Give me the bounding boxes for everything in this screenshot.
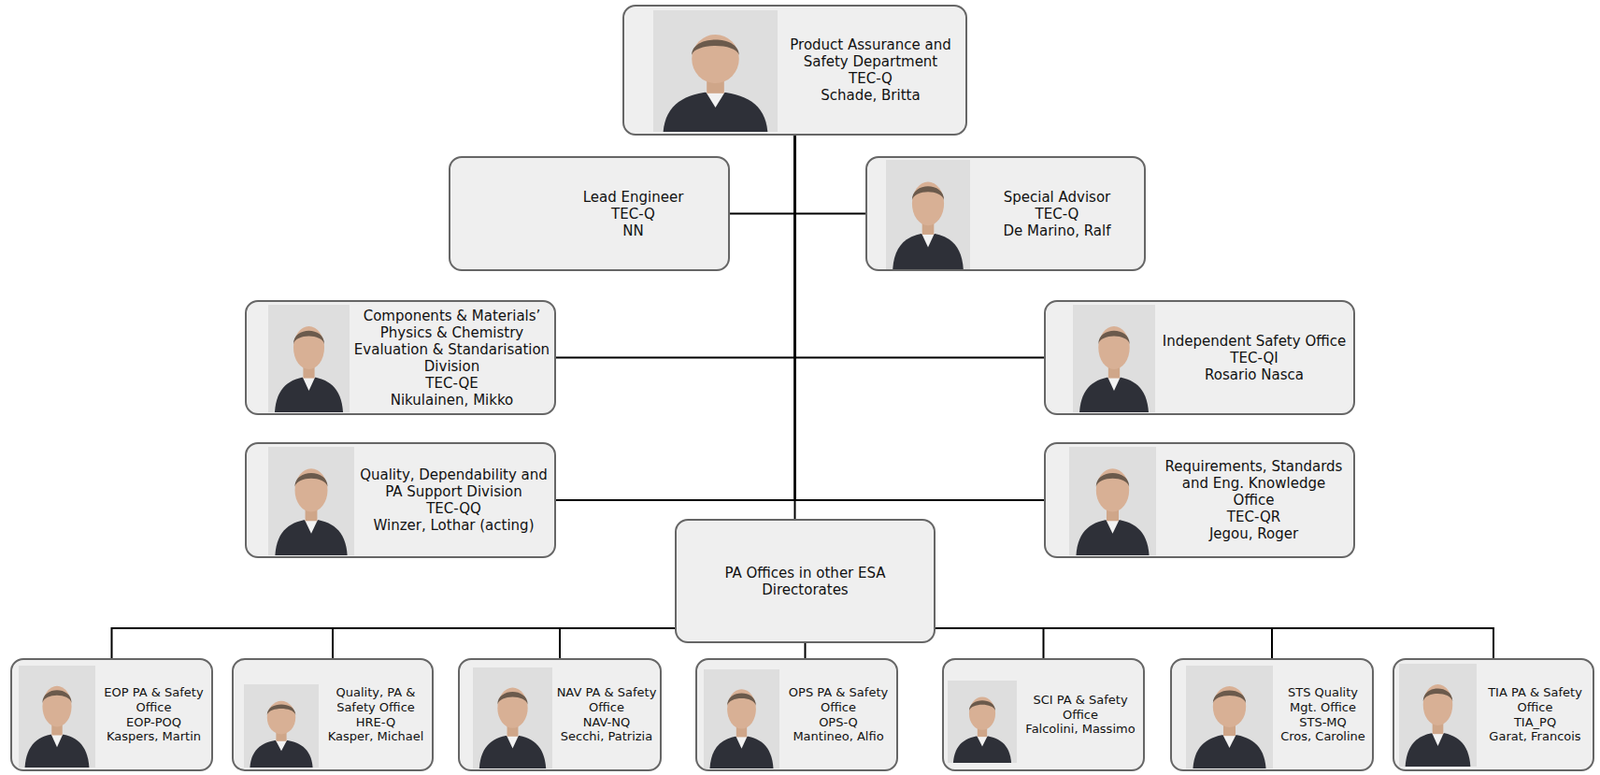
- office-detail: De Marino, Ralf: [975, 222, 1139, 240]
- office-name: Product Assurance and Safety Department: [783, 36, 958, 71]
- person-box: TIA PA & Safety OfficeTIA_PQGarat, Franc…: [1392, 657, 1595, 772]
- text-block: Quality, Dependability and PA Support Di…: [357, 466, 551, 534]
- portrait-photo: [18, 665, 96, 768]
- office-name: Quality, PA & Safety Office: [322, 685, 429, 715]
- office-name: OPS PA & Safety Office: [783, 685, 894, 715]
- person-box: NAV PA & Safety OfficeNAV-NQSecchi, Patr…: [457, 657, 662, 772]
- office-box: Lead EngineerTEC-QNN: [448, 156, 730, 272]
- person-box: Independent Safety OfficeTEC-QIRosario N…: [1043, 300, 1356, 415]
- text-block: Lead EngineerTEC-QNN: [543, 188, 723, 240]
- text-block: Product Assurance and Safety DepartmentT…: [783, 36, 958, 104]
- person-box: Requirements, Standards and Eng. Knowled…: [1043, 442, 1356, 558]
- office-name: EOP PA & Safety Office: [99, 685, 209, 715]
- portrait-photo: [1072, 304, 1156, 413]
- office-detail: TEC-QQ: [357, 500, 551, 517]
- portrait-photo: [268, 446, 355, 556]
- portrait-photo: [653, 10, 778, 132]
- office-box: PA Offices in other ESA Directorates: [674, 518, 936, 643]
- office-name: Special Advisor: [975, 188, 1139, 206]
- office-detail: TEC-Q: [783, 70, 958, 87]
- office-detail: TEC-Q: [975, 205, 1139, 223]
- office-detail: Nikulainen, Mikko: [353, 391, 551, 409]
- person-box: Special AdvisorTEC-QDe Marino, Ralf: [865, 156, 1146, 272]
- connector-line: [794, 135, 797, 519]
- person-box: Product Assurance and Safety DepartmentT…: [622, 4, 968, 136]
- person-box: STS Quality Mgt. OfficeSTS-MQCros, Carol…: [1170, 657, 1374, 772]
- person-box: Quality, PA & Safety OfficeHRE-QKasper, …: [231, 657, 434, 772]
- connector-line: [935, 628, 1494, 658]
- office-detail: Jegou, Roger: [1159, 525, 1348, 543]
- portrait-photo: [472, 667, 553, 769]
- office-detail: Rosario Nasca: [1160, 366, 1348, 384]
- office-detail: NN: [543, 222, 723, 240]
- text-block: SCI PA & Safety OfficeFalcolini, Massimo: [1020, 692, 1141, 737]
- office-name: PA Offices in other ESA Directorates: [684, 564, 927, 599]
- office-detail: TEC-QI: [1160, 349, 1348, 367]
- text-block: PA Offices in other ESA Directorates: [684, 564, 927, 599]
- office-name: Requirements, Standards and Eng. Knowled…: [1159, 457, 1348, 509]
- portrait-photo: [1399, 663, 1477, 767]
- text-block: Quality, PA & Safety OfficeHRE-QKasper, …: [322, 685, 429, 743]
- office-detail: Kaspers, Martin: [99, 728, 209, 744]
- office-name: Quality, Dependability and PA Support Di…: [357, 466, 551, 500]
- text-block: Independent Safety OfficeTEC-QIRosario N…: [1160, 332, 1348, 384]
- connector-line: [332, 628, 675, 658]
- text-block: OPS PA & Safety OfficeOPS-QMantineo, Alf…: [783, 685, 894, 743]
- portrait-photo: [268, 304, 350, 413]
- office-detail: TEC-Q: [543, 205, 723, 223]
- office-detail: TEC-QE: [353, 374, 551, 392]
- office-detail: OPS-Q: [783, 714, 894, 730]
- office-name: Lead Engineer: [543, 188, 723, 206]
- person-box: Components & Materials’ Physics & Chemis…: [244, 300, 557, 415]
- text-block: Special AdvisorTEC-QDe Marino, Ralf: [975, 188, 1139, 240]
- office-detail: Garat, Francois: [1480, 728, 1590, 744]
- office-detail: Winzer, Lothar (acting): [357, 516, 551, 534]
- office-detail: Falcolini, Massimo: [1020, 721, 1141, 737]
- portrait-photo: [885, 159, 971, 270]
- office-name: Independent Safety Office: [1160, 332, 1348, 350]
- connector-line: [795, 135, 867, 215]
- connector-line: [559, 628, 675, 658]
- office-detail: NAV-NQ: [556, 714, 658, 730]
- connector-line: [935, 628, 1272, 658]
- connector-line: [804, 642, 807, 658]
- office-name: SCI PA & Safety Office: [1020, 692, 1141, 722]
- office-detail: Kasper, Michael: [322, 728, 429, 744]
- connector-line: [729, 135, 796, 215]
- text-block: Requirements, Standards and Eng. Knowled…: [1159, 457, 1348, 543]
- office-detail: TIA_PQ: [1480, 714, 1590, 730]
- text-block: EOP PA & Safety OfficeEOP-POQKaspers, Ma…: [99, 685, 209, 743]
- portrait-photo: [947, 680, 1017, 763]
- office-name: NAV PA & Safety Office: [556, 685, 658, 715]
- office-detail: Mantineo, Alfio: [783, 728, 894, 744]
- portrait-photo: [703, 669, 780, 769]
- connector-line: [935, 628, 1044, 658]
- office-name: STS Quality Mgt. Office: [1276, 685, 1370, 715]
- office-detail: Secchi, Patrizia: [556, 728, 658, 744]
- portrait-photo: [1185, 665, 1273, 769]
- connector-line: [112, 628, 676, 658]
- office-detail: TEC-QR: [1159, 508, 1348, 526]
- office-detail: HRE-Q: [322, 714, 429, 730]
- text-block: TIA PA & Safety OfficeTIA_PQGarat, Franc…: [1480, 685, 1590, 743]
- person-box: SCI PA & Safety OfficeFalcolini, Massimo: [942, 657, 1145, 772]
- text-block: STS Quality Mgt. OfficeSTS-MQCros, Carol…: [1276, 685, 1370, 743]
- office-detail: Schade, Britta: [783, 86, 958, 104]
- text-block: NAV PA & Safety OfficeNAV-NQSecchi, Patr…: [556, 685, 658, 743]
- office-name: Components & Materials’ Physics & Chemis…: [353, 307, 551, 375]
- person-box: EOP PA & Safety OfficeEOP-POQKaspers, Ma…: [10, 657, 214, 772]
- portrait-photo: [243, 684, 319, 768]
- office-name: TIA PA & Safety Office: [1480, 685, 1590, 715]
- office-detail: Cros, Caroline: [1276, 728, 1370, 744]
- text-block: Components & Materials’ Physics & Chemis…: [353, 307, 551, 409]
- person-box: OPS PA & Safety OfficeOPS-QMantineo, Alf…: [695, 657, 899, 772]
- person-box: Quality, Dependability and PA Support Di…: [244, 442, 557, 558]
- portrait-photo: [1069, 446, 1157, 556]
- office-detail: EOP-POQ: [99, 714, 209, 730]
- office-detail: STS-MQ: [1276, 714, 1370, 730]
